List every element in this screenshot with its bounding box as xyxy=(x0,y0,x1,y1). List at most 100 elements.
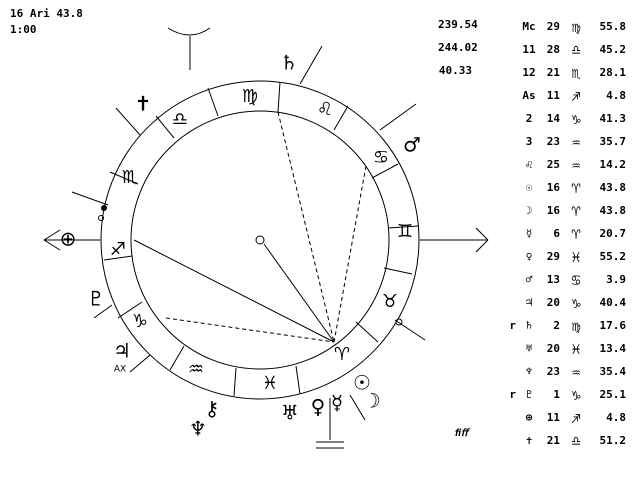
planet-glyph: ☉ xyxy=(353,371,371,395)
position-sign: ♓ xyxy=(571,340,581,358)
position-sign: ♎ xyxy=(571,432,581,450)
planet-glyph: ☽ xyxy=(363,389,381,413)
position-min: 35.4 xyxy=(599,365,627,378)
position-deg: 23 xyxy=(546,135,560,148)
position-deg: 25 xyxy=(546,158,560,171)
planet-glyph: ☿ xyxy=(331,391,343,415)
position-sign: ♒ xyxy=(571,133,581,151)
planet-glyph: ⚷ xyxy=(205,397,220,421)
position-flag: r xyxy=(509,319,516,332)
axis-label: AX xyxy=(114,365,126,375)
position-min: 28.1 xyxy=(599,66,627,79)
position-min: 35.7 xyxy=(599,135,627,148)
position-min: 4.8 xyxy=(606,411,626,424)
position-deg: 20 xyxy=(546,342,560,355)
position-name: As xyxy=(522,89,536,102)
position-name: ☿ xyxy=(525,227,533,240)
position-sign: ♍ xyxy=(571,18,581,36)
position-sign: ♈ xyxy=(571,202,581,220)
position-deg: 1 xyxy=(553,388,560,401)
position-min: 40.4 xyxy=(599,296,627,309)
position-deg: 21 xyxy=(546,66,560,79)
planet-glyph: ♄ xyxy=(280,51,298,75)
position-deg: 23 xyxy=(546,365,560,378)
planet-glyph: ♀ xyxy=(311,395,326,419)
planet-glyph: ♆ xyxy=(189,417,207,441)
position-min: 45.2 xyxy=(599,43,627,56)
position-deg: 20 xyxy=(546,296,560,309)
position-deg: 6 xyxy=(553,227,560,240)
date-line: 16 Ari 43.8 xyxy=(10,7,83,20)
position-name: 2 xyxy=(525,112,533,125)
position-deg: 29 xyxy=(546,250,560,263)
time-line: 1:00 xyxy=(10,23,37,36)
position-sign: ♋ xyxy=(571,271,581,289)
position-row: ♌25♒14.2 xyxy=(498,156,634,174)
sign-glyph: ♍ xyxy=(242,86,258,107)
position-sign: ♏ xyxy=(571,64,581,82)
position-name: ⊕ xyxy=(525,411,533,424)
position-name: 12 xyxy=(522,66,536,79)
position-row: 3 23 ♒ 35.7 xyxy=(498,133,634,151)
position-deg: 29 xyxy=(546,20,560,33)
sign-glyph: ♒ xyxy=(188,359,204,380)
position-deg: 13 xyxy=(546,273,560,286)
position-sign: ♎ xyxy=(571,41,581,59)
position-min: 4.8 xyxy=(606,89,626,102)
position-row: ♂ 13 ♋ 3.9 xyxy=(498,271,634,289)
position-name: ♅ xyxy=(525,342,533,355)
planet-glyph: ♂ xyxy=(403,133,421,157)
sign-glyph: ♈ xyxy=(334,344,350,365)
position-row: r♄2♍17.6 xyxy=(498,317,634,335)
position-min: 55.8 xyxy=(599,20,627,33)
position-row: ♆23♒35.4 xyxy=(498,363,634,381)
sign-glyph: ♏ xyxy=(122,167,138,188)
position-deg: 21 xyxy=(546,434,560,447)
position-deg: 16 xyxy=(546,181,560,194)
position-row: ⊕11♐4.8 xyxy=(498,409,634,427)
position-name: Mc xyxy=(522,20,536,33)
position-min: 14.2 xyxy=(599,158,627,171)
position-row: ✝ 21 ♎ 51.2 xyxy=(498,432,634,450)
position-sign: ♍ xyxy=(571,317,581,335)
position-min: 3.9 xyxy=(606,273,626,286)
planet-glyph: ♃ xyxy=(113,339,131,363)
credit-mark: ﬁﬀ xyxy=(455,428,468,439)
sign-glyph: ♎ xyxy=(172,109,188,130)
position-deg: 16 xyxy=(546,204,560,217)
sign-glyph: ♓ xyxy=(262,373,278,394)
position-min: 51.2 xyxy=(599,434,627,447)
number-value: 40.33 xyxy=(438,64,472,77)
position-min: 41.3 xyxy=(599,112,627,125)
position-sign: ♐ xyxy=(571,409,581,427)
position-name: ✝ xyxy=(525,434,533,447)
position-sign: ♑ xyxy=(571,386,581,404)
position-name: ♂ xyxy=(525,273,533,286)
sign-glyph: ♐ xyxy=(110,239,126,260)
position-sign: ♒ xyxy=(571,156,581,174)
position-min: 43.8 xyxy=(599,204,627,217)
position-row: ☽ 16 ♈ 43.8 xyxy=(498,202,634,220)
position-name: ♃ xyxy=(525,296,533,309)
position-row: ☉ 16 ♈ 43.8 xyxy=(498,179,634,197)
position-sign: ♈ xyxy=(571,179,581,197)
sign-glyph: ♊ xyxy=(397,221,413,242)
planet-glyph: ♅ xyxy=(281,401,299,425)
planet-glyph: ⊕ xyxy=(60,227,77,251)
position-name: 3 xyxy=(525,135,533,148)
position-name: ☽ xyxy=(525,204,533,217)
position-name: ☉ xyxy=(525,181,533,194)
sign-glyph: ♋ xyxy=(373,147,389,168)
position-name: ♇ xyxy=(525,388,533,401)
planet-glyph: ✝ xyxy=(135,92,152,116)
number-value: 239.54 xyxy=(438,18,478,31)
position-row: ♃ 20 ♑ 40.4 xyxy=(498,294,634,312)
position-sign: ♑ xyxy=(571,294,581,312)
position-min: 43.8 xyxy=(599,181,627,194)
position-name: ♀ xyxy=(525,250,533,263)
position-row: ♀29♓55.2 xyxy=(498,248,634,266)
